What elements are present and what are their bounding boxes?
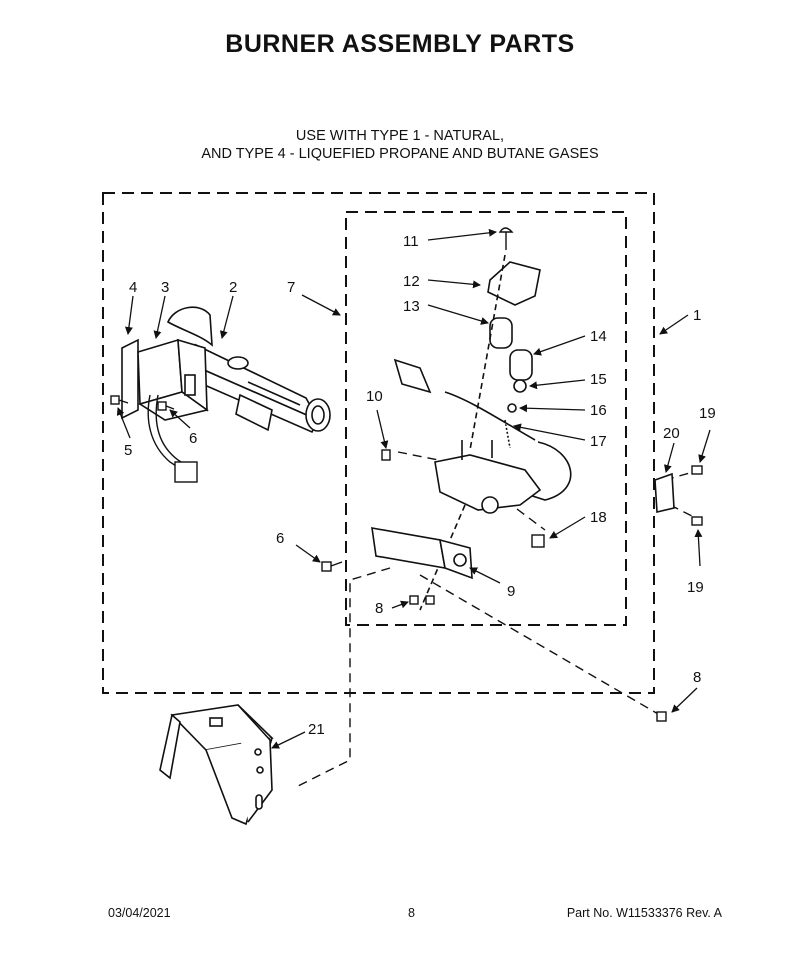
callout-19b: 19 [687, 579, 704, 596]
callout-15: 15 [590, 371, 607, 388]
callout-9: 9 [507, 583, 515, 600]
callout-18: 18 [590, 509, 607, 526]
callout-14: 14 [590, 328, 607, 345]
callout-2: 2 [229, 279, 237, 296]
callout-7: 7 [287, 279, 295, 296]
gas-valve-assembly [393, 254, 572, 611]
outer-assembly-boundary [102, 192, 655, 694]
callout-1: 1 [693, 307, 701, 324]
screw-19b [691, 516, 703, 526]
page-title: BURNER ASSEMBLY PARTS [225, 30, 575, 58]
screw-8b [656, 711, 667, 722]
screw-5 [110, 395, 129, 405]
callout-19a: 19 [699, 405, 716, 422]
callout-10: 10 [366, 388, 383, 405]
callout-5: 5 [124, 442, 132, 459]
support-bracket-20 [654, 472, 675, 513]
burner-tube [166, 306, 331, 434]
valve-mounting-bracket [371, 527, 473, 580]
screw-8a [409, 595, 435, 605]
callout-16: 16 [590, 402, 607, 419]
footer-page-number: 8 [408, 906, 415, 920]
callout-11: 11 [403, 233, 419, 250]
callout-12: 12 [403, 273, 420, 290]
callout-labels: 1 2 3 4 5 6 6 7 8 8 9 10 11 12 13 14 15 … [124, 233, 716, 738]
leader-arrows [116, 228, 711, 749]
callout-21: 21 [308, 721, 325, 738]
callout-6b: 6 [276, 530, 284, 547]
screw-19a [691, 465, 703, 475]
callout-20: 20 [663, 425, 680, 442]
screw-18 [531, 534, 545, 548]
footer-part-number: Part No. W11533376 Rev. A [566, 906, 722, 920]
screw-11 [498, 227, 514, 250]
callout-3: 3 [161, 279, 169, 296]
subtitle-line-1: USE WITH TYPE 1 - NATURAL, [295, 128, 505, 144]
callout-4: 4 [129, 279, 137, 296]
subtitle-line-2: AND TYPE 4 - LIQUEFIED PROPANE AND BUTAN… [201, 146, 599, 162]
footer-date: 03/04/2021 [108, 906, 171, 920]
fasteners [110, 227, 703, 722]
callout-8b: 8 [693, 669, 701, 686]
callout-13: 13 [403, 298, 420, 315]
callout-17: 17 [590, 433, 607, 450]
callout-8a: 8 [375, 600, 383, 617]
screw-6a [157, 401, 175, 411]
igniter-wire-harness [147, 394, 198, 483]
screw-6b [321, 561, 343, 572]
callout-6a: 6 [189, 430, 197, 447]
screw-10 [381, 449, 391, 461]
inner-assembly-boundary [345, 211, 627, 626]
frame-bracket-21 [159, 704, 274, 826]
